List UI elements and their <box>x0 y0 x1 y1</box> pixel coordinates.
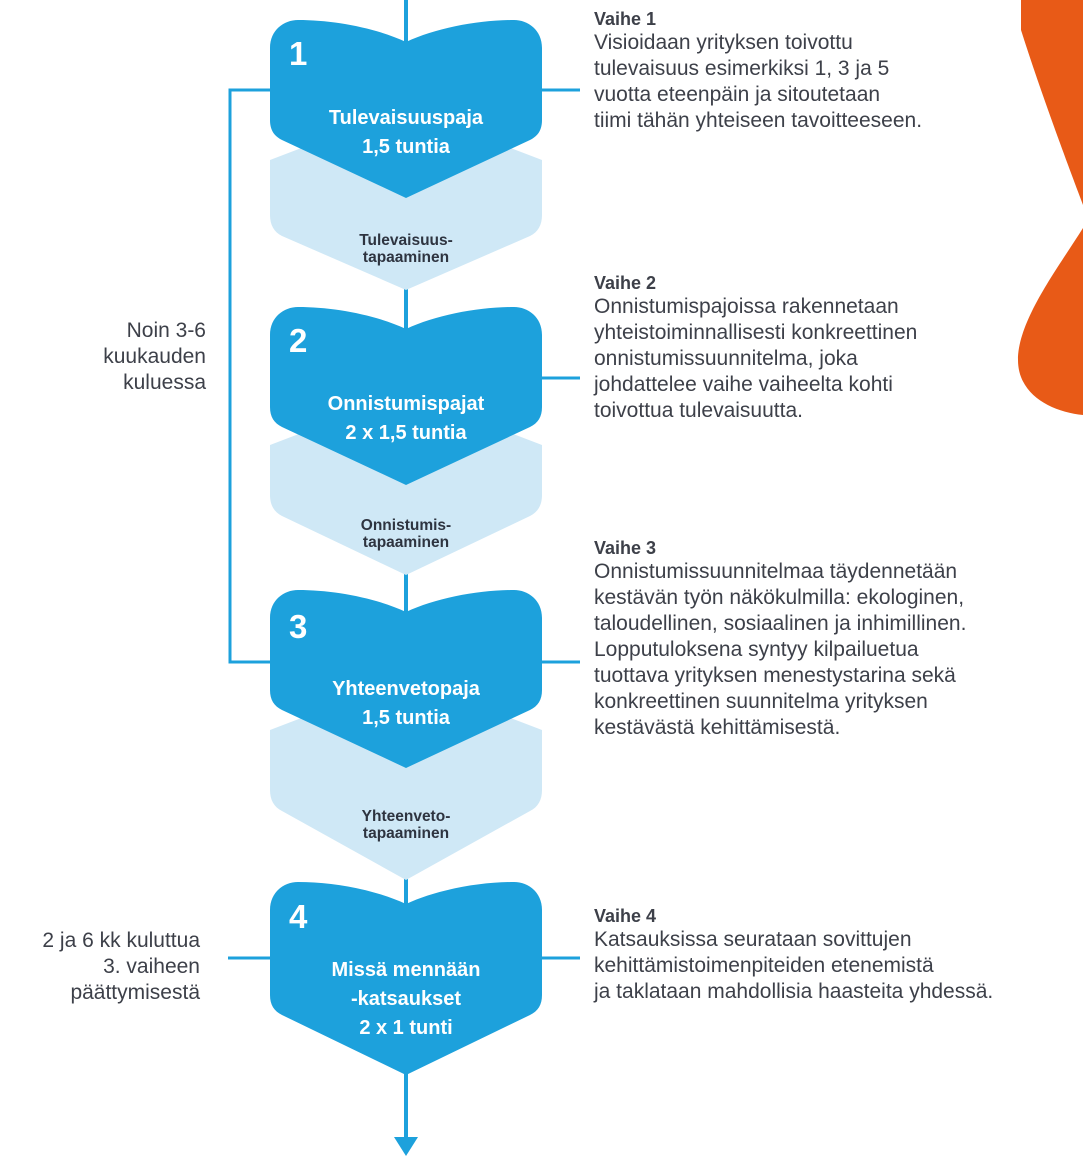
phase-4-line: kehittämistoimenpiteiden etenemistä <box>594 954 934 977</box>
orange-decoration-bottom <box>1018 228 1083 415</box>
stage-3-number: 3 <box>289 608 308 645</box>
phase-1-line: Visioidaan yrityksen toivottu <box>594 31 853 54</box>
phase-2-block: Vaihe 2 Onnistumispajoissa rakennetaan y… <box>594 272 1064 424</box>
stage-1-title: Tulevaisuuspaja 1,5 tuntia <box>328 107 484 158</box>
stage-1-meeting: Tulevaisuus- tapaaminen <box>359 232 453 266</box>
stage-4-title: Missä mennään -katsaukset 2 x 1 tunti <box>331 959 481 1039</box>
phase-3-line: taloudellinen, sosiaalinen ja inhimillin… <box>594 612 967 635</box>
phase-2-line: onnistumissuunnitelma, joka <box>594 347 858 370</box>
orange-decoration-top <box>1021 0 1083 205</box>
phase-4-text: Katsauksissa seurataan sovittujen kehitt… <box>594 927 1074 1005</box>
phase-3-line: kestävän työn näkökulmilla: ekologinen, <box>594 586 965 609</box>
phase-2-line: toivottua tulevaisuutta. <box>594 399 803 422</box>
phase-3-text: Onnistumissuunnitelmaa täydennetään kest… <box>594 559 1074 741</box>
phase-1-text: Visioidaan yrityksen toivottu tulevaisuu… <box>594 30 1064 134</box>
phase-1-line: vuotta eteenpäin ja sitoutetaan <box>594 83 881 106</box>
period-label-line: kuukauden <box>103 345 206 368</box>
period-label: Noin 3-6 kuukauden kuluessa <box>40 318 206 396</box>
period-label-line: Noin 3-6 <box>126 319 206 342</box>
stage-2-meeting: Onnistumis- tapaaminen <box>360 517 452 551</box>
followup-label-line: 2 ja 6 kk kuluttua <box>42 929 200 952</box>
phase-3-line: Onnistumissuunnitelmaa täydennetään <box>594 560 958 583</box>
phase-3-line: tuottava yrityksen menestystarina sekä <box>594 664 956 687</box>
stage-chevron-3 <box>270 590 542 768</box>
stage-1-number: 1 <box>289 35 308 72</box>
followup-label-line: 3. vaiheen <box>103 955 200 978</box>
phase-4-title: Vaihe 4 <box>594 906 657 926</box>
stage-chevron-2 <box>270 307 542 485</box>
phase-2-line: yhteistoiminnallisesti konkreettinen <box>594 321 918 344</box>
phase-1-title: Vaihe 1 <box>594 9 657 29</box>
stage-chevron-1 <box>270 20 542 198</box>
stage-3-meeting: Yhteenveto- tapaaminen <box>361 808 451 842</box>
phase-3-block: Vaihe 3 Onnistumissuunnitelmaa täydennet… <box>594 537 1074 741</box>
stage-chevron-4 <box>270 882 542 1075</box>
phase-3-line: Lopputuloksena syntyy kilpailuetua <box>594 638 919 661</box>
period-label-line: kuluessa <box>123 371 206 394</box>
stage-3-title: Yhteenvetopaja 1,5 tuntia <box>332 678 480 729</box>
flow-arrow-head <box>394 1137 418 1156</box>
stage-2-title: Onnistumispajat 2 x 1,5 tuntia <box>327 393 485 444</box>
phase-1-block: Vaihe 1 Visioidaan yrityksen toivottu tu… <box>594 8 1064 134</box>
phase-2-line: johdattelee vaihe vaiheelta kohti <box>594 373 893 396</box>
phase-3-line: konkreettinen suunnitelma yrityksen <box>594 690 928 713</box>
phase-2-title: Vaihe 2 <box>594 273 657 293</box>
phase-3-title: Vaihe 3 <box>594 538 657 558</box>
phase-4-line: Katsauksissa seurataan sovittujen <box>594 928 912 951</box>
stage-2-number: 2 <box>289 322 308 359</box>
phase-3-line: kestävästä kehittämisestä. <box>594 716 841 739</box>
phase-4-line: ja taklataan mahdollisia haasteita yhdes… <box>594 980 994 1003</box>
followup-label-line: päättymisestä <box>70 981 200 1004</box>
phase-2-line: Onnistumispajoissa rakennetaan <box>594 295 899 318</box>
period-bracket <box>228 88 270 664</box>
phase-2-text: Onnistumispajoissa rakennetaan yhteistoi… <box>594 294 1064 424</box>
followup-label: 2 ja 6 kk kuluttua 3. vaiheen päättymise… <box>0 928 200 1006</box>
phase-1-line: tulevaisuus esimerkiksi 1, 3 ja 5 <box>594 57 890 80</box>
phase-4-block: Vaihe 4 Katsauksissa seurataan sovittuje… <box>594 905 1074 1005</box>
stage-4-number: 4 <box>289 898 308 935</box>
phase-1-line: tiimi tähän yhteiseen tavoitteeseen. <box>594 109 923 132</box>
